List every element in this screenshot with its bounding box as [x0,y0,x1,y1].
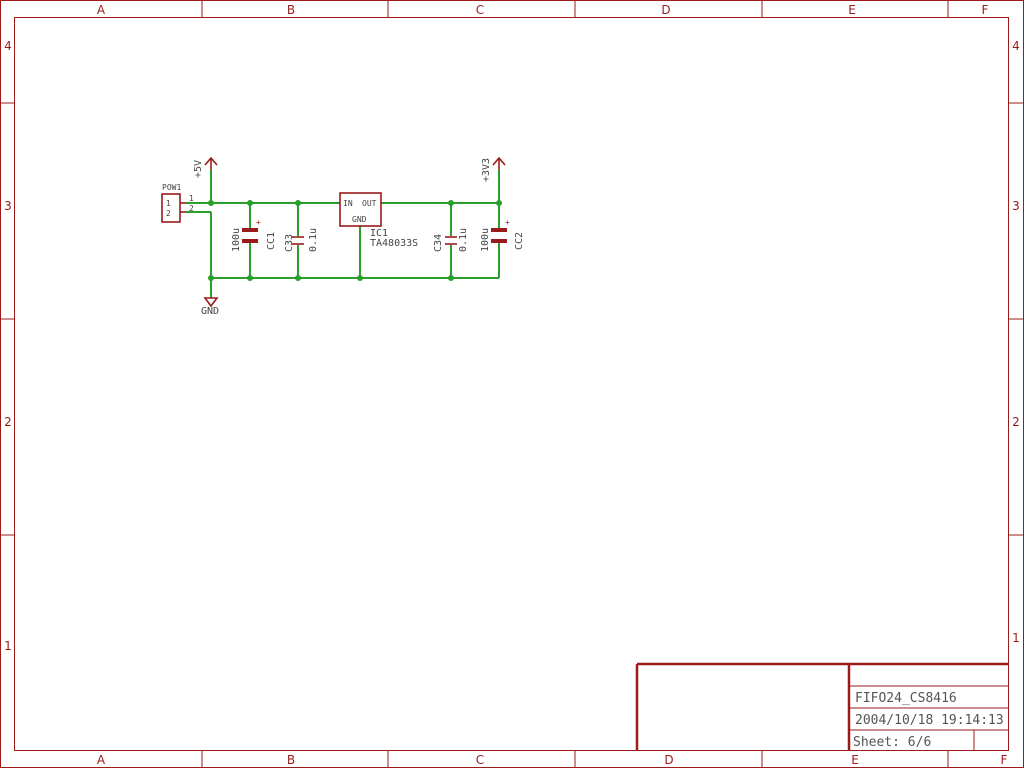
connector-pow1 [161,193,186,223]
row-label-right-1: 1 [1012,631,1020,645]
capacitor-cc2-plus: + [505,218,510,227]
capacitor-cc1-value: 100u [231,228,242,252]
regulator-ref: IC1 [370,228,388,239]
supply-5v-icon [204,156,218,170]
row-label-right-2: 2 [1012,415,1020,429]
regulator-pin-gnd: GND [352,215,367,224]
col-label-top-b: B [287,3,295,17]
connector-pow1-label: POW1 [162,183,181,192]
connector-pin1-label: 1 [166,199,171,208]
col-label-bottom-b: B [287,753,295,767]
capacitor-cc2-ref: CC2 [514,232,525,250]
capacitor-c34-icon [445,236,457,245]
col-label-bottom-e: E [851,753,859,767]
capacitor-c33-icon [292,236,304,245]
col-label-bottom-a: A [97,753,106,767]
connector-pin2-num: 2 [189,204,194,213]
ground-icon [203,297,219,308]
capacitor-cc2-value: 100u [480,228,491,252]
col-label-top-a: A [97,3,106,17]
regulator-pin-out: OUT [362,199,377,208]
capacitor-cc1-icon [242,228,258,243]
title-block [635,662,1009,751]
col-label-top-f: F [982,3,989,17]
supply-3v3-label: +3V3 [481,158,492,182]
regulator-pin-in: IN [343,199,353,208]
connector-pin1-num: 1 [189,194,194,203]
title-block-datetime: 2004/10/18 19:14:13 [855,713,1004,728]
capacitor-cc1-ref: CC1 [266,232,277,250]
supply-3v3-icon [492,156,506,170]
capacitor-c33-value: 0.1u [308,228,319,252]
capacitor-c34-value: 0.1u [458,228,469,252]
col-label-bottom-c: C [476,753,484,767]
capacitor-cc1-plus: + [256,218,261,227]
capacitor-c34-ref: C34 [433,234,444,252]
col-label-top-e: E [848,3,856,17]
col-label-bottom-d: D [664,753,673,767]
row-label-left-2: 2 [4,415,12,429]
row-label-left-1: 1 [4,639,12,653]
title-block-sheet: Sheet: 6/6 [853,735,931,750]
col-label-top-c: C [476,3,484,17]
supply-5v-label: +5V [193,160,204,178]
row-label-left-4: 4 [4,39,12,53]
ground-label: GND [201,306,219,317]
junctions [208,200,502,281]
connector-pin2-label: 2 [166,209,171,218]
title-block-project: FIFO24_CS8416 [855,691,957,706]
col-label-bottom-f: F [1001,753,1008,767]
regulator-ic1 [339,192,382,227]
capacitor-c33-ref: C33 [284,234,295,252]
row-label-right-4: 4 [1012,39,1020,53]
capacitor-cc2-icon [491,228,507,243]
col-label-top-d: D [661,3,670,17]
regulator-part: TA48033S [370,238,418,249]
row-label-right-3: 3 [1012,199,1020,213]
row-label-left-3: 3 [4,199,12,213]
